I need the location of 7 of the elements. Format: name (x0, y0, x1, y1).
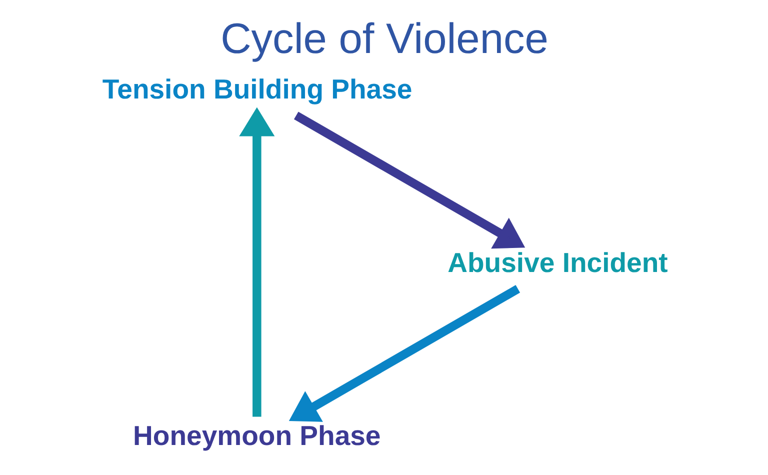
arrow (293, 111, 525, 248)
node-text: Abusive Incident (447, 246, 668, 278)
node-text: Honeymoon Phase (132, 420, 380, 451)
diagram-title: Cycle of Violence (220, 14, 548, 63)
node-text: Tension Building Phase (102, 73, 412, 104)
arrow (238, 106, 274, 416)
arrow (288, 284, 520, 422)
